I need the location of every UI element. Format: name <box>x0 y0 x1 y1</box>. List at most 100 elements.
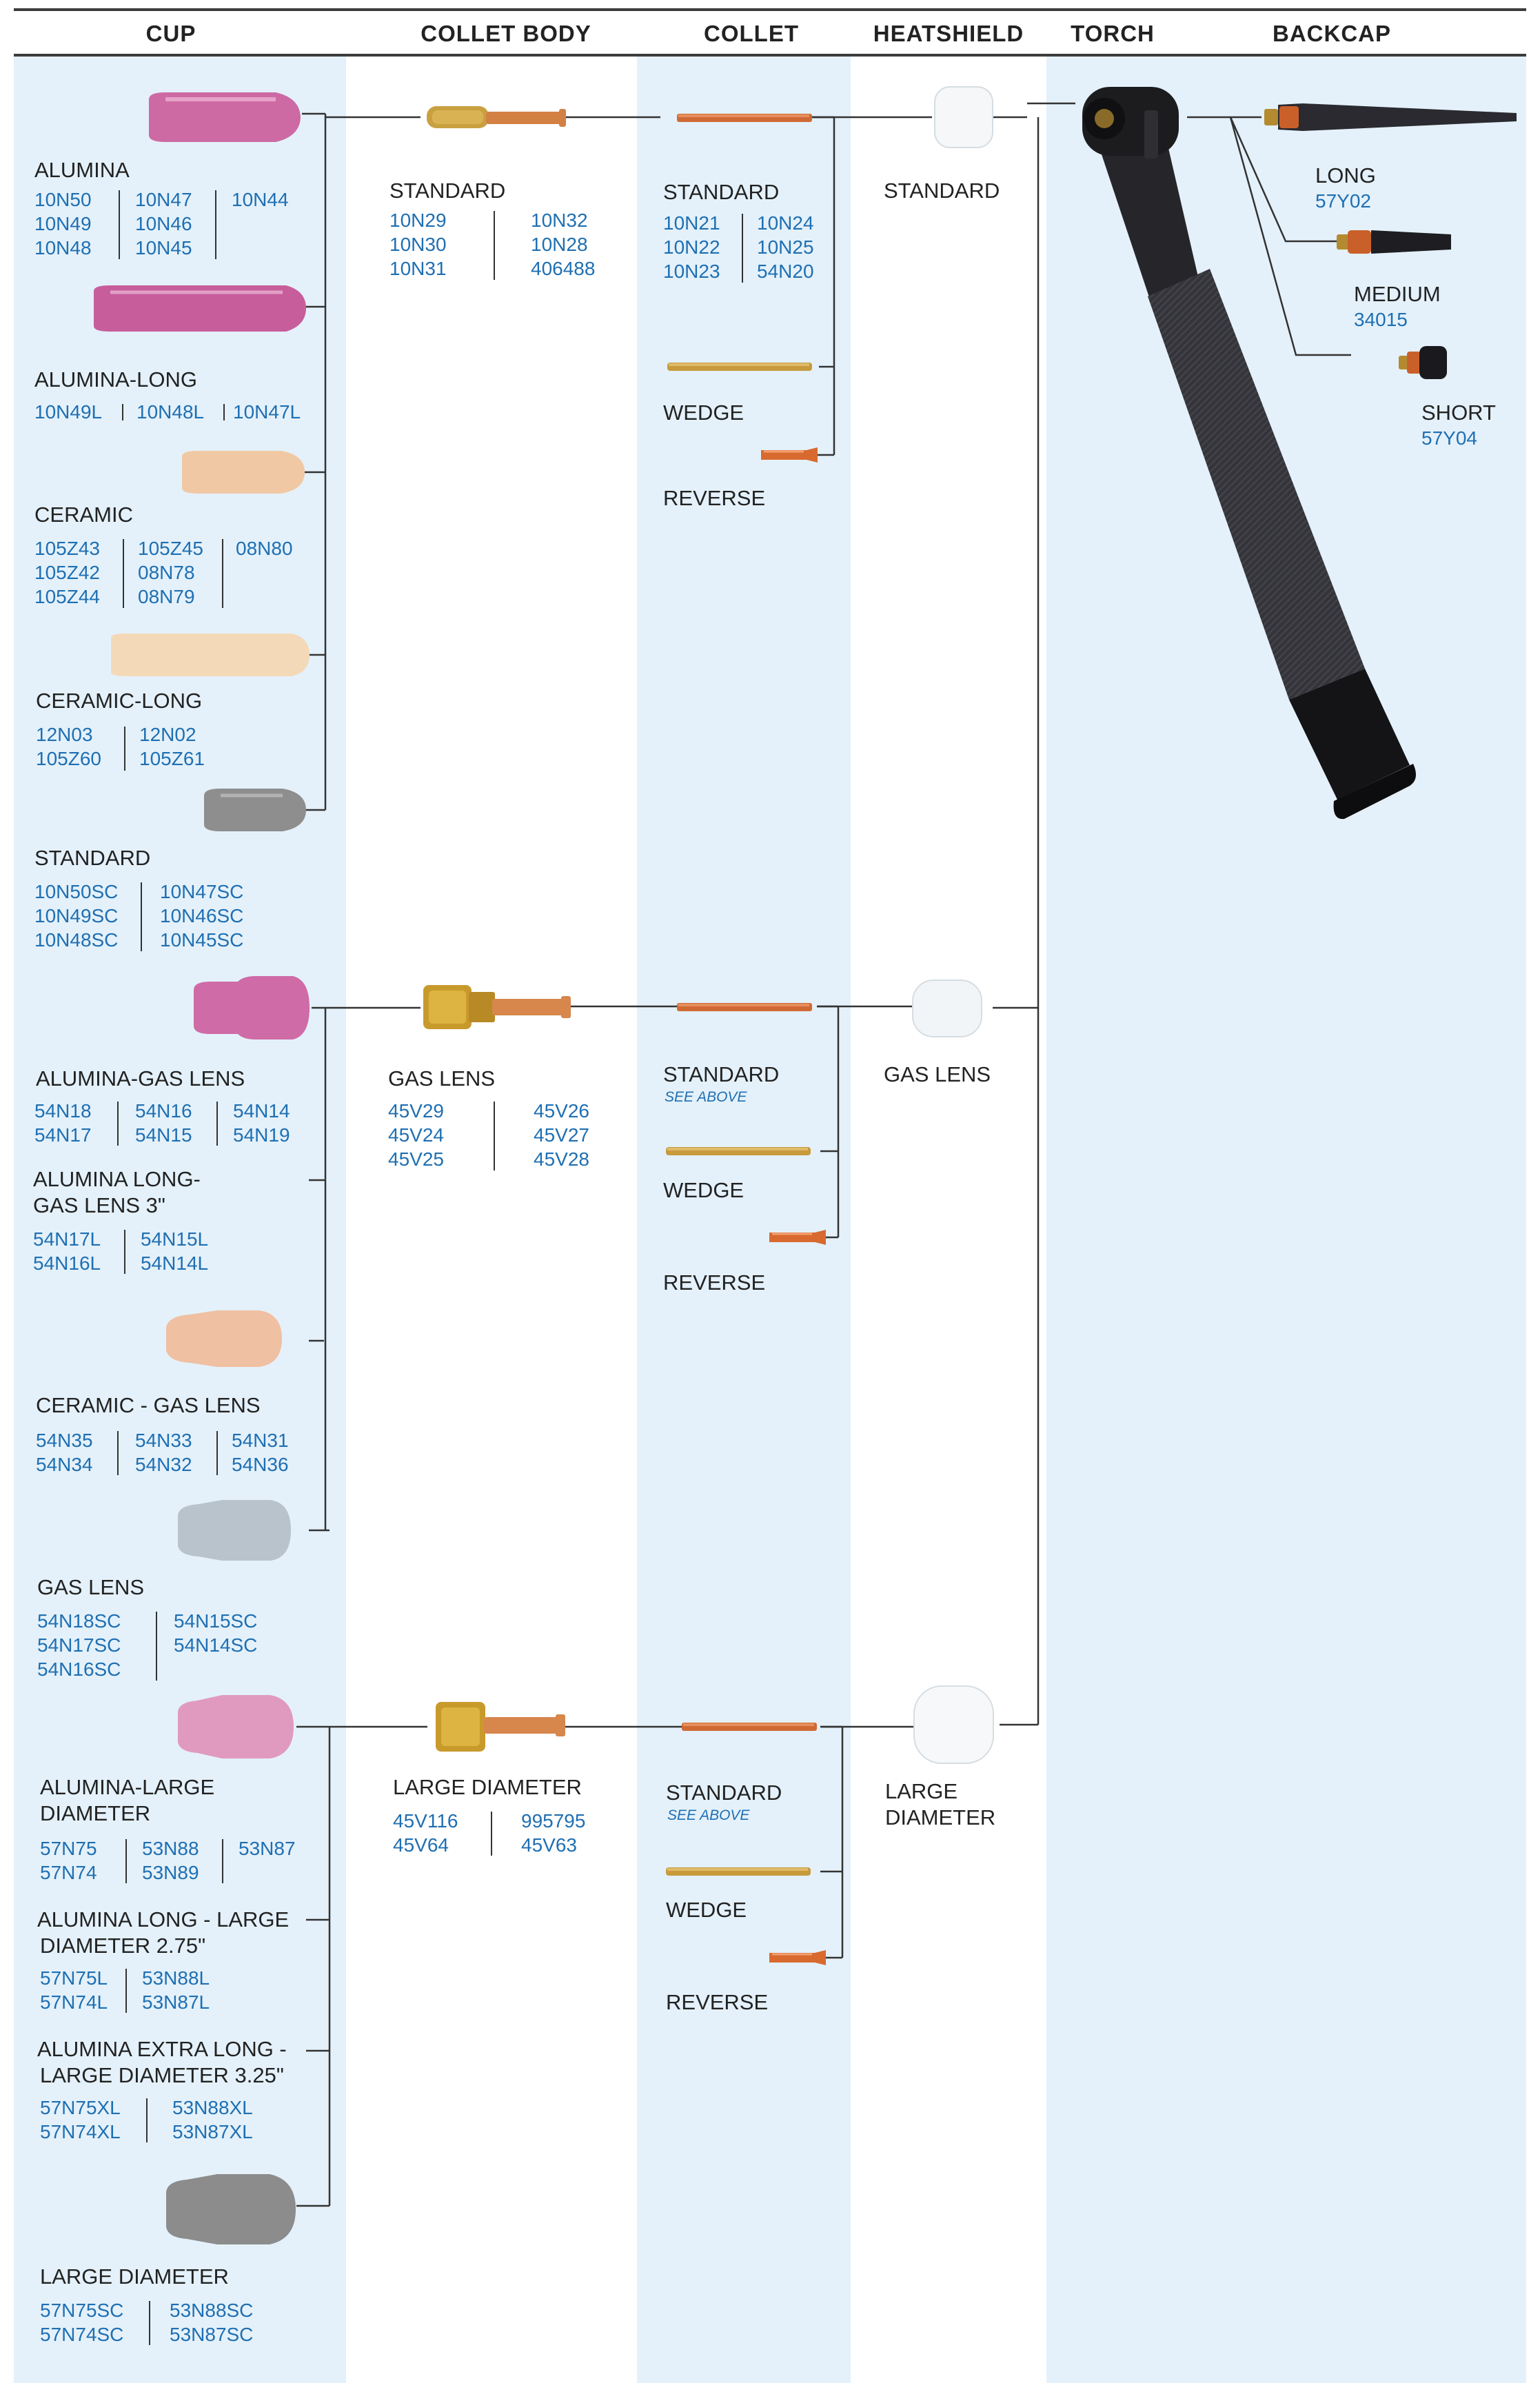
reverse-collet-image <box>769 1950 826 1965</box>
column-separator <box>117 1102 119 1146</box>
ceramic-cup-image <box>182 451 305 494</box>
part-number: 10N44 <box>232 189 289 210</box>
cup-label-large-diameter: LARGE DIAMETER <box>40 2264 229 2289</box>
column-separator <box>123 539 124 608</box>
cup-label-gas-lens: GAS LENS <box>37 1575 145 1599</box>
standard-heatshield-image <box>934 86 993 148</box>
standard-collet-body-image <box>427 106 566 128</box>
backcap-label-medium: MEDIUM <box>1354 282 1441 306</box>
part-number: 10N49L <box>34 401 103 423</box>
column-separator <box>119 190 120 259</box>
column-separator <box>494 211 495 280</box>
part-number: 45V27 <box>534 1124 589 1146</box>
header-top-rule <box>14 8 1526 11</box>
part-number: 10N25 <box>757 236 814 258</box>
part-number: 53N87 <box>239 1838 296 1859</box>
standard-collet-image <box>677 1003 812 1011</box>
part-number: 54N35 <box>36 1430 93 1451</box>
medium-backcap-image <box>1337 230 1451 254</box>
collet-label-standard-2: STANDARD <box>663 1062 780 1086</box>
tig-torch-image <box>1082 87 1416 820</box>
part-number: 57Y02 <box>1315 190 1371 212</box>
part-number: 53N88L <box>142 1967 210 1989</box>
part-number: 406488 <box>531 258 596 279</box>
cup-label-alumina-extra-long-1: ALUMINA EXTRA LONG - <box>37 2037 287 2061</box>
part-number: 45V29 <box>388 1100 444 1122</box>
heatshield-label-standard: STANDARD <box>884 179 1000 203</box>
part-number: 10N30 <box>389 234 447 255</box>
part-number: 105Z45 <box>138 538 203 559</box>
part-number: 57N75SC <box>40 2300 124 2321</box>
column-separator <box>156 1612 157 1681</box>
part-number: 54N16 <box>135 1100 192 1122</box>
cup-label-alumina-large-2: DIAMETER <box>40 1801 151 1825</box>
part-number: 54N16L <box>33 1253 101 1274</box>
part-number: 08N78 <box>138 562 195 583</box>
part-number: 10N22 <box>663 236 720 258</box>
short-backcap-image <box>1399 346 1447 379</box>
part-number: 57N74SC <box>40 2324 124 2345</box>
column-separator <box>146 2098 148 2142</box>
part-number: 08N80 <box>236 538 293 559</box>
long-backcap-image <box>1264 103 1517 131</box>
part-number: 45V26 <box>534 1100 589 1122</box>
part-number: 10N29 <box>389 210 447 231</box>
collet-body-label-gas-lens: GAS LENS <box>388 1066 496 1091</box>
part-number: 10N47 <box>135 189 192 210</box>
column-separator <box>124 1230 125 1274</box>
cup-label-alumina-long-large-1: ALUMINA LONG - LARGE <box>37 1907 290 1931</box>
large-diameter-cup-image <box>166 2174 296 2244</box>
collet-label-standard: STANDARD <box>663 180 780 204</box>
collet-label-reverse-3: REVERSE <box>666 1990 769 2014</box>
column-separator <box>223 404 225 420</box>
part-number: 10N46 <box>135 213 192 234</box>
part-number: 53N87SC <box>170 2324 254 2345</box>
collet-label-reverse-2: REVERSE <box>663 1270 766 1295</box>
part-number: 10N23 <box>663 261 720 282</box>
part-number: 10N28 <box>531 234 588 255</box>
cup-label-ceramic-gas-lens: CERAMIC - GAS LENS <box>36 1393 261 1417</box>
part-number: 53N88XL <box>172 2097 253 2118</box>
gas-lens-cup-image <box>178 1500 291 1561</box>
cup-label-standard: STANDARD <box>34 846 151 870</box>
part-number: 57N74L <box>40 1991 108 2013</box>
part-number: 10N49 <box>34 213 92 234</box>
part-number: 53N88 <box>142 1838 199 1859</box>
part-number: 54N34 <box>36 1454 93 1475</box>
see-above-note: SEE ABOVE <box>665 1089 747 1105</box>
header-backcap: BACKCAP <box>1273 21 1391 46</box>
part-number: 54N15SC <box>174 1610 258 1632</box>
part-number: 34015 <box>1354 309 1408 330</box>
part-number: 10N21 <box>663 212 720 234</box>
column-separator <box>125 1839 127 1883</box>
part-number: 10N32 <box>531 210 588 231</box>
part-number: 105Z43 <box>34 538 100 559</box>
part-number: 105Z60 <box>36 748 101 769</box>
torch-column-band <box>1046 55 1526 2383</box>
collet-column-band <box>637 55 851 2383</box>
part-number: 57N75XL <box>40 2097 121 2118</box>
part-number: 54N15L <box>141 1228 209 1250</box>
header-torch: TORCH <box>1071 21 1155 46</box>
part-number: 45V63 <box>521 1834 577 1856</box>
standard-collet-image <box>677 114 812 122</box>
alumina-gas-lens-cup-image <box>194 976 310 1040</box>
part-number: 995795 <box>521 1810 586 1832</box>
header-cup: CUP <box>145 21 196 46</box>
part-number: 57N74 <box>40 1862 97 1883</box>
column-separator <box>491 1812 492 1856</box>
cup-label-ceramic-long: CERAMIC-LONG <box>36 689 203 713</box>
alumina-long-cup-image <box>94 285 306 332</box>
large-diameter-collet-body-image <box>436 1702 565 1752</box>
part-number: 54N20 <box>757 261 814 282</box>
heatshield-label-large-1: LARGE <box>885 1779 958 1803</box>
collet-label-standard-3: STANDARD <box>666 1781 782 1805</box>
part-number: 105Z42 <box>34 562 100 583</box>
part-number: 54N32 <box>135 1454 192 1475</box>
cup-label-alumina-long-large-2: DIAMETER 2.75" <box>40 1934 206 1958</box>
cup-label-ceramic: CERAMIC <box>34 503 133 527</box>
part-number: 54N36 <box>232 1454 289 1475</box>
part-number: 54N19 <box>233 1124 290 1146</box>
part-number: 54N31 <box>232 1430 289 1451</box>
